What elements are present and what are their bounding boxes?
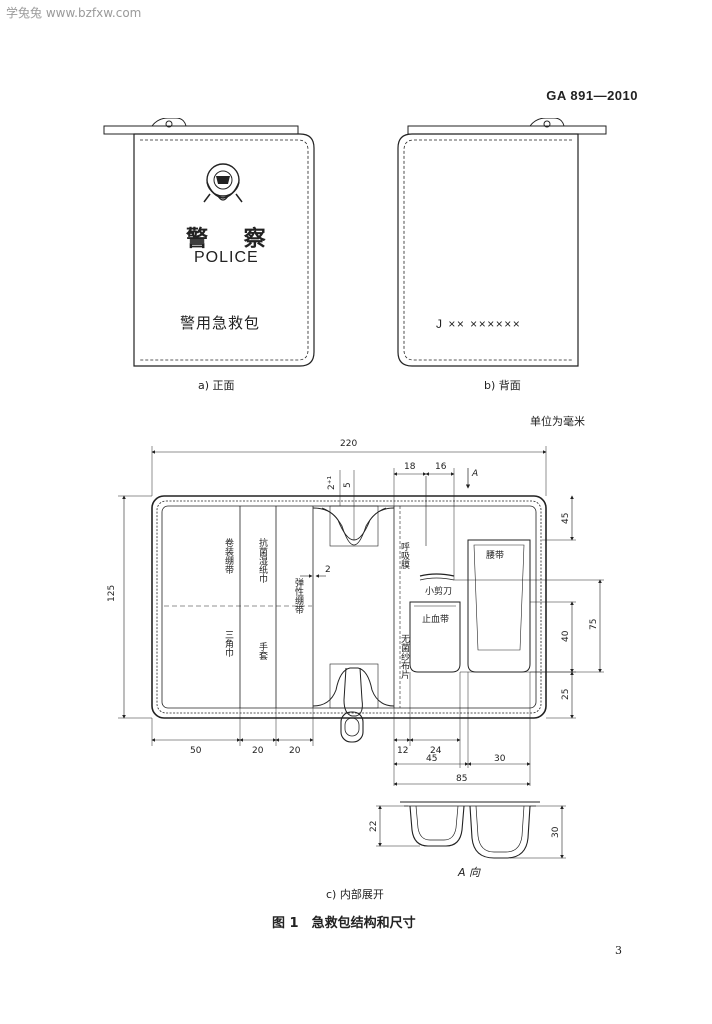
dim-50: 50 [190,746,202,756]
cover-title-en: POLICE [194,249,259,266]
front-cover-drawing [103,118,315,367]
label-antiseptic-wipe: 抗菌湿纸巾 [257,537,268,584]
label-scissors: 小剪刀 [425,585,452,597]
label-gloves: 手套 [257,641,268,661]
view-a-dim-22: 22 [369,821,379,832]
dim-5: 5 [343,482,353,488]
dim-30-bottom: 30 [494,754,506,764]
page-number: 3 [615,944,622,957]
figure-title: 图 1 急救包结构和尺寸 [272,916,416,931]
cover-title-cn: 警 察 [186,227,280,252]
dim-24: 24 [430,746,442,756]
dim-width: 220 [340,439,357,449]
dim-75: 75 [589,619,599,630]
dim-18: 18 [404,462,416,472]
unit-note: 单位为毫米 [530,415,585,428]
police-emblem-icon [203,163,243,203]
dim-2: 2 [325,565,331,575]
front-caption: a) 正面 [198,379,235,392]
standard-code: GA 891—2010 [546,88,638,103]
cover-subtitle: 警用急救包 [180,314,261,332]
dim-20a: 20 [252,746,264,756]
label-sterile-gauze: 无菌纱布片 [399,634,410,680]
dim-85: 85 [456,774,467,784]
dim-25: 25 [561,689,571,700]
dim-16: 16 [435,462,447,472]
serial-number: J ×× ×××××× [436,317,522,331]
interior-caption: c) 内部展开 [326,888,384,901]
label-airway: 呼吸膜 [399,542,410,570]
view-a-dim-30: 30 [551,826,561,838]
dim-20b: 20 [289,746,301,756]
dim-height: 125 [107,585,117,602]
dim-45-right: 45 [561,513,571,524]
dim-arrow-a: A [471,469,478,479]
label-elastic-bandage: 弹性绷带 [293,577,304,615]
dim-40: 40 [561,630,571,642]
dim-12: 12 [397,746,408,756]
dim-45-bottom: 45 [426,754,437,764]
back-caption: b) 背面 [484,379,521,392]
view-a-caption: A 向 [458,866,481,879]
label-triangle-bandage: 三角巾 [223,630,234,658]
label-gauze-roll: 卷装绷带 [223,537,234,575]
back-cover-drawing [397,118,607,367]
dim-2p1: 2⁺¹ [327,476,337,490]
label-belt-strap: 腰带 [486,550,504,561]
watermark: 学兔兔 www.bzfxw.com [6,6,142,20]
label-tourniquet: 止血带 [422,613,449,625]
